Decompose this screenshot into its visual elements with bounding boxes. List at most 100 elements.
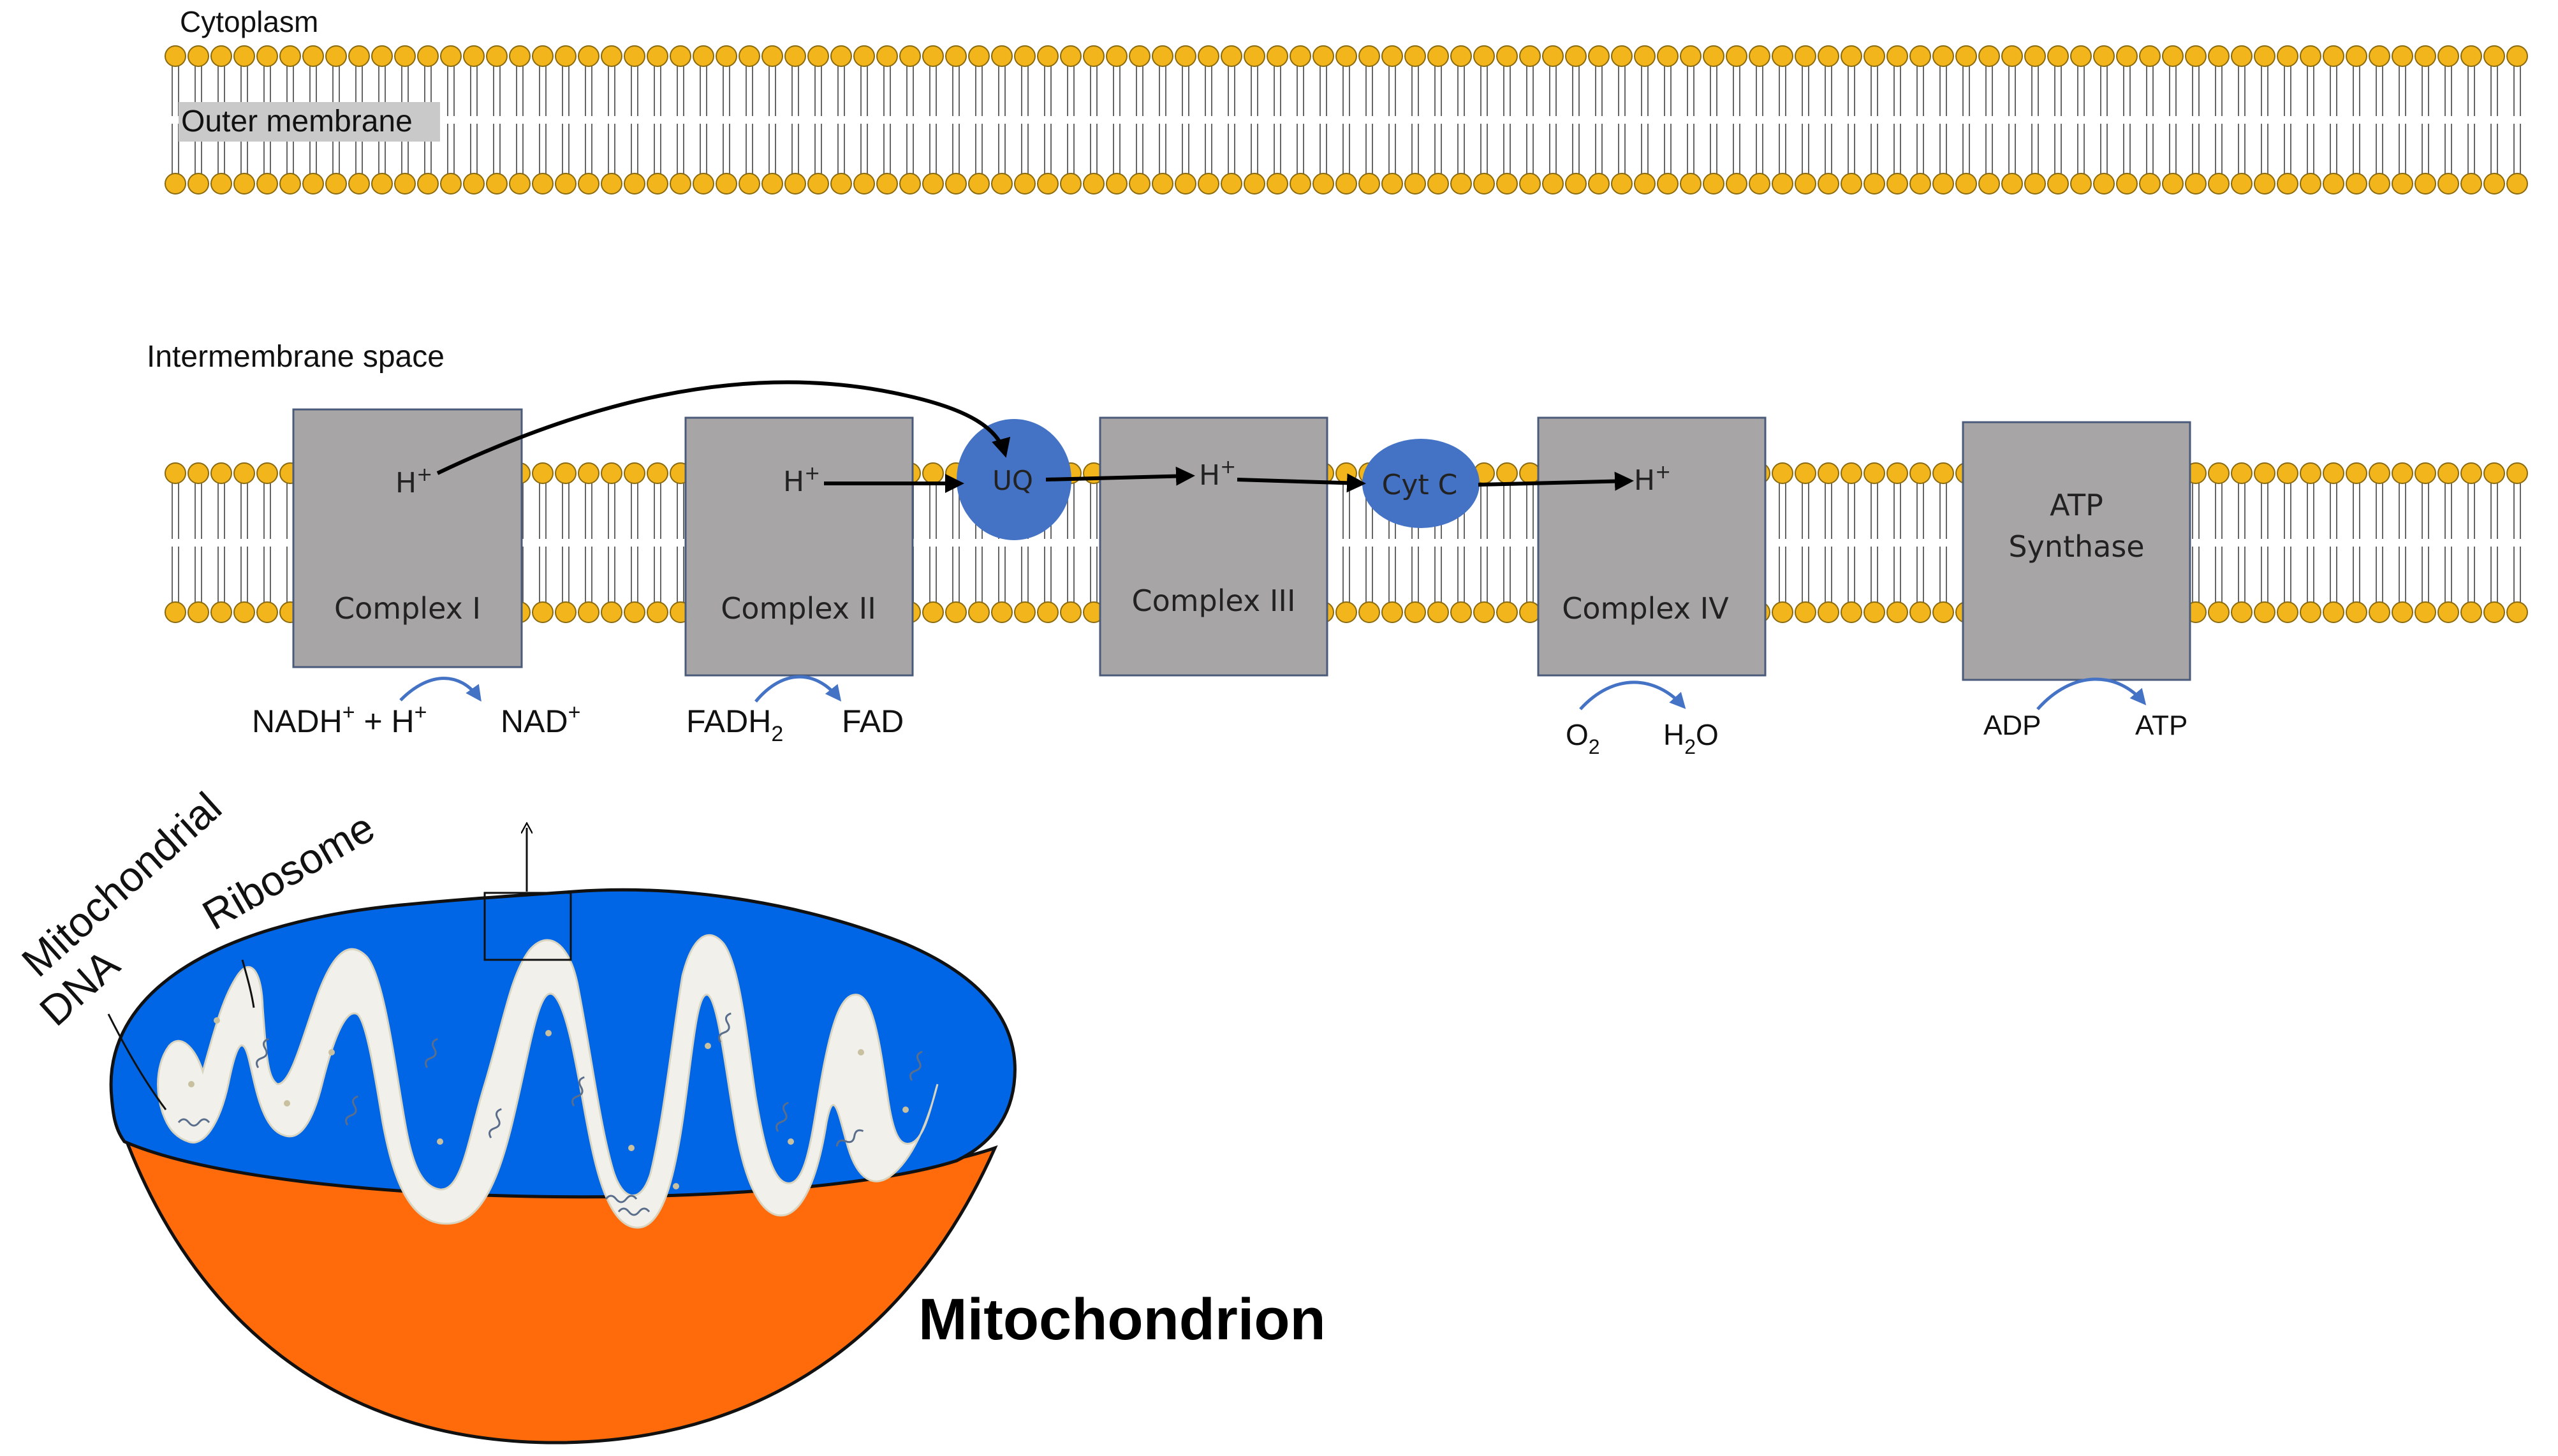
lipid-head [1565,173,1587,195]
lipid-head [210,462,232,484]
lipid-head [2392,601,2413,623]
lipid-head [2116,45,2138,67]
lipid-head [2415,173,2436,195]
lipid-head [1427,173,1449,195]
lipid-head [1290,173,1311,195]
lipid-head [463,173,485,195]
proton-complex-4: H+ [1634,461,1671,497]
lipid-head [1680,173,1702,195]
complex-4-label: Complex IV [1562,591,1729,626]
lipid-head [1404,173,1426,195]
lipid-head [165,45,186,67]
lipid-head [1404,45,1426,67]
lipid-head [1221,45,1242,67]
mtdna-squiggles [177,1012,923,1216]
lipid-head [2369,601,2390,623]
lipid-head [1841,601,1862,623]
lipid-head [1611,45,1633,67]
zoom-box [483,892,572,961]
lipid-head [233,173,255,195]
intermembrane-space-label: Intermembrane space [147,340,445,374]
lipid-head [348,45,370,67]
lipid-head [1450,45,1472,67]
lipid-head [1267,45,1288,67]
lipid-head [1473,45,1495,67]
lipid-head [1037,601,1059,623]
proton-complex-3: H+ [1199,456,1236,492]
cytochrome-c: Cyt C [1362,439,1480,528]
lipid-head [210,601,232,623]
lipid-head [2070,173,2092,195]
lipid-head [1519,45,1541,67]
lipid-head [1473,173,1495,195]
lipid-head [1749,173,1770,195]
lipid-head [1795,45,1816,67]
lipid-head [784,173,806,195]
lipid-head [256,45,278,67]
lipid-head [1818,173,1839,195]
reaction-complex-2: FADH2 FAD [686,675,904,746]
cytochrome-c-label: Cyt C [1382,469,1458,501]
lipid-head [1772,45,1793,67]
lipid-head [2231,462,2253,484]
lipid-head [1657,45,1679,67]
lipid-head [693,173,714,195]
lipid-head [1037,45,1059,67]
lipid-head [1014,45,1036,67]
complex-3-label: Complex III [1131,584,1295,618]
lipid-head [1841,45,1862,67]
lipid-head [1726,173,1747,195]
lipid-head [1473,601,1495,623]
lipid-head [371,173,393,195]
outer-membrane-tails [172,66,2521,173]
lipid-head [532,45,554,67]
ubiquinone: UQ [957,419,1071,540]
lipid-head [876,173,898,195]
lipid-head [371,45,393,67]
lipid-head [624,462,645,484]
lipid-head [1978,45,2000,67]
lipid-head [2323,601,2344,623]
lipid-head [2162,173,2184,195]
lipid-head [2277,173,2298,195]
lipid-head [2254,173,2275,195]
atp-label: ATP [2135,710,2187,741]
lipid-head [1863,173,1885,195]
lipid-head [2323,462,2344,484]
outer-membrane [165,45,2528,195]
lipid-head [2300,462,2321,484]
lipid-head [2323,45,2344,67]
lipid-head [2047,45,2069,67]
lipid-head [2392,45,2413,67]
lipid-head [555,601,577,623]
ribosome-dots [188,1017,909,1189]
lipid-head [256,601,278,623]
lipid-head [1611,173,1633,195]
lipid-head [1932,601,1954,623]
lipid-head [1703,45,1724,67]
lipid-head [2415,601,2436,623]
lipid-head [1198,45,1219,67]
lipid-head [1083,173,1105,195]
lipid-head [2116,173,2138,195]
lipid-head [1358,173,1380,195]
lipid-head [1772,173,1793,195]
lipid-head [1335,462,1357,484]
lipid-head [2437,45,2459,67]
lipid-head [853,45,875,67]
lipid-head [922,173,944,195]
lipid-head [2231,45,2253,67]
lipid-head [2001,45,2023,67]
lipid-head [2346,462,2367,484]
lipid-head [1152,45,1173,67]
lipid-head [1795,601,1816,623]
mitochondrial-label: Mitochondrial [13,783,230,986]
lipid-head [165,462,186,484]
lipid-head [1244,45,1265,67]
lipid-head [394,173,416,195]
lipid-head [555,173,577,195]
lipid-head [647,45,668,67]
lipid-head [1932,45,1954,67]
o2-label: O2 [1566,718,1600,758]
lipid-head [1909,45,1931,67]
